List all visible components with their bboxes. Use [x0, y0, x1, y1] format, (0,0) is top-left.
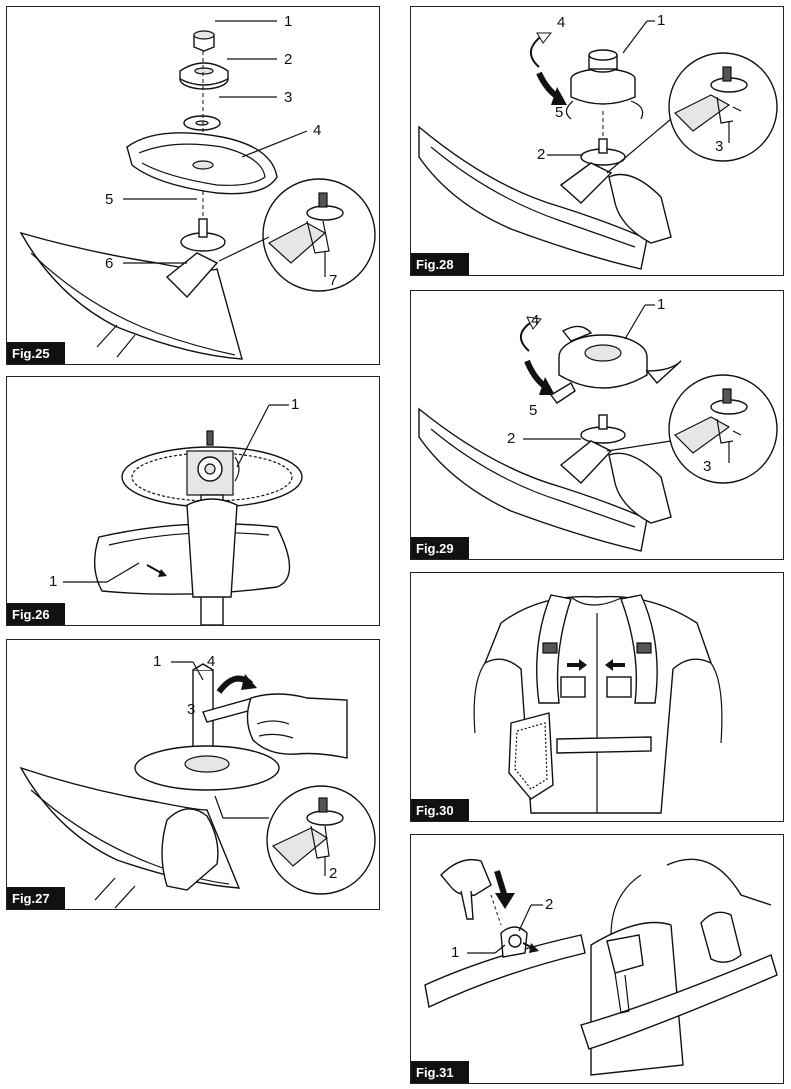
fig28-callout-5: 5 — [555, 104, 564, 121]
fig27-callout-2: 2 — [329, 865, 338, 882]
fig28-callout-4: 4 — [557, 14, 566, 31]
fig30-illustration — [473, 594, 723, 814]
fig25-callout-2: 2 — [284, 51, 293, 68]
fig27-illustration — [19, 661, 376, 909]
fig26-callout-1-left: 1 — [49, 573, 58, 590]
fig25-callout-3: 3 — [284, 89, 293, 106]
fig25-callout-5: 5 — [105, 191, 114, 208]
fig25-callout-6: 6 — [105, 255, 114, 272]
fig25-callout-1: 1 — [284, 13, 293, 30]
fig25-callout-4: 4 — [313, 122, 322, 139]
fig31-illustration — [424, 858, 778, 1076]
fig31-callout-2: 2 — [545, 896, 554, 913]
fig29-label: Fig.29 — [411, 537, 469, 559]
fig31-label: Fig.31 — [411, 1061, 469, 1083]
fig28-callout-3: 3 — [715, 138, 724, 155]
figure-28: 4 1 5 2 3 Fig.28 — [410, 6, 784, 276]
fig29-callout-1: 1 — [657, 296, 666, 313]
fig27-label: Fig.27 — [7, 887, 65, 909]
fig27-callout-4: 4 — [207, 653, 216, 670]
figure-26: 1 1 Fig.26 — [6, 376, 380, 626]
figure-27: 1 4 3 2 Fig.27 — [6, 639, 380, 910]
fig27-callout-3: 3 — [187, 701, 196, 718]
fig26-callout-1-top: 1 — [291, 396, 300, 413]
figure-29: 4 1 5 2 3 Fig.29 — [410, 290, 784, 560]
fig26-label: Fig.26 — [7, 603, 65, 625]
fig28-illustration — [418, 20, 778, 270]
fig25-illustration — [19, 20, 376, 360]
fig29-callout-3: 3 — [703, 458, 712, 475]
fig30-label: Fig.30 — [411, 799, 469, 821]
figure-25: 1 2 3 4 5 6 7 Fig.25 — [6, 6, 380, 365]
fig28-callout-2: 2 — [537, 146, 546, 163]
fig27-callout-1: 1 — [153, 653, 162, 670]
fig29-callout-2: 2 — [507, 430, 516, 447]
fig26-illustration — [63, 404, 303, 625]
fig29-callout-5: 5 — [529, 402, 538, 419]
fig28-label: Fig.28 — [411, 253, 469, 275]
figure-30: Fig.30 — [410, 572, 784, 822]
fig25-label: Fig.25 — [7, 342, 65, 364]
fig25-callout-7: 7 — [329, 272, 338, 289]
fig31-callout-1: 1 — [451, 944, 460, 961]
fig29-callout-4: 4 — [531, 312, 540, 329]
fig29-illustration — [418, 304, 778, 552]
figure-31: 2 1 Fig.31 — [410, 834, 784, 1084]
fig28-callout-1: 1 — [657, 12, 666, 29]
